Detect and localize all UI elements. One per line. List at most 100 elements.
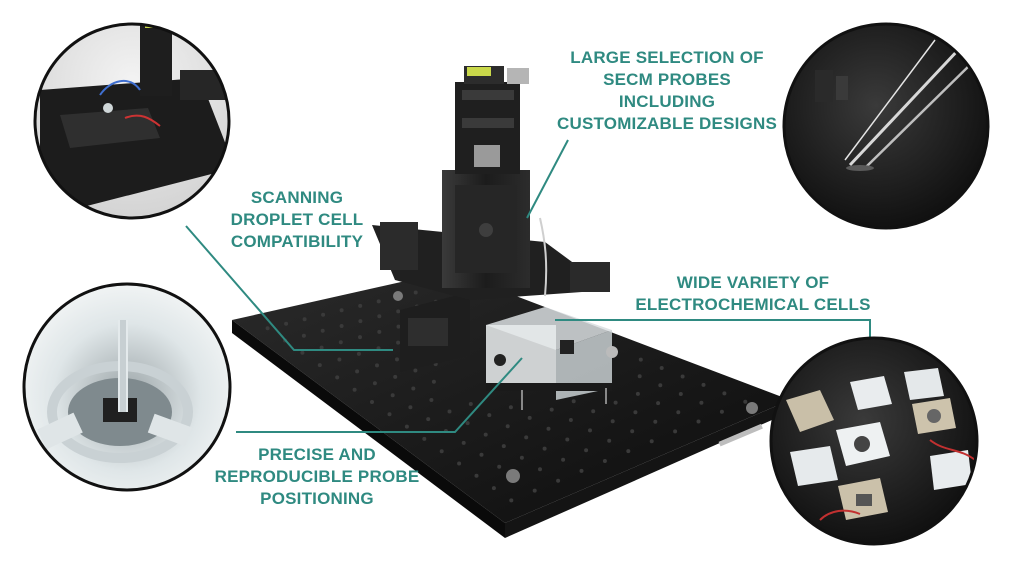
plate-hole xyxy=(465,421,470,426)
plate-hole xyxy=(719,409,724,414)
plate-hole xyxy=(301,333,306,338)
plate-hole xyxy=(375,363,379,368)
plate-hole xyxy=(527,415,532,420)
plate-hole xyxy=(355,369,360,374)
plate-hole xyxy=(461,440,466,445)
plate-hole xyxy=(579,468,584,473)
plate-hole xyxy=(284,321,289,326)
plate-hole xyxy=(638,357,643,362)
plate-hole xyxy=(447,409,452,414)
plate-hole xyxy=(300,350,305,355)
callout-droplet-line-2: DROPLET CELL xyxy=(230,210,364,229)
plate-hole xyxy=(358,319,363,324)
plate-hole xyxy=(426,417,431,422)
plate-hole xyxy=(701,382,706,387)
plate-holes xyxy=(265,286,748,503)
plate-hole xyxy=(429,398,434,402)
plate-hole xyxy=(626,449,631,454)
callout-probes-line-4: CUSTOMIZABLE DESIGNS xyxy=(557,114,777,133)
plate-hole xyxy=(457,461,462,466)
plate-hole xyxy=(376,299,381,304)
plate-hole xyxy=(699,400,704,405)
plate-hole xyxy=(338,340,343,345)
plate-hole xyxy=(408,405,413,410)
plate-hole xyxy=(524,435,529,440)
plate-hole xyxy=(396,340,401,345)
inset-secm-probes xyxy=(782,22,990,230)
plate-hole xyxy=(591,409,596,414)
plate-hole xyxy=(509,498,514,503)
callout-probes-line-2: SECM PROBES xyxy=(603,70,731,89)
plate-hole xyxy=(653,419,658,424)
plate-hole xyxy=(377,314,382,319)
callout-droplet-cell: SCANNING DROPLET CELL COMPATIBILITY xyxy=(222,187,372,253)
plate-hole xyxy=(635,391,640,396)
plate-hole xyxy=(339,308,344,313)
plate-hole xyxy=(538,467,542,472)
callout-positioning-line-2: REPRODUCIBLE PROBE xyxy=(214,467,420,486)
plate-hole xyxy=(613,400,618,405)
plate-hole xyxy=(372,381,377,386)
plate-hole xyxy=(542,446,547,451)
plate-hole xyxy=(505,424,510,429)
plate-hole xyxy=(519,455,524,460)
plate-hole xyxy=(356,351,361,356)
plate-hole xyxy=(358,335,362,340)
plate-hole xyxy=(319,345,324,350)
plate-hole xyxy=(337,357,342,362)
callout-cells-line-1: WIDE VARIETY OF xyxy=(676,273,830,292)
plate-hole xyxy=(413,368,418,373)
callout-cells-line-2: ELECTROCHEMICAL CELLS xyxy=(635,295,871,314)
plate-hole xyxy=(479,452,484,457)
plate-hole xyxy=(722,391,727,396)
plate-hole xyxy=(377,329,382,334)
plate-hole xyxy=(561,457,566,462)
plate-hole xyxy=(321,312,326,317)
callout-probe-positioning: PRECISE AND REPRODUCIBLE PROBE POSITIONI… xyxy=(212,444,422,510)
plate-hole xyxy=(549,407,554,412)
xyz-stage xyxy=(372,66,618,410)
plate-hole xyxy=(568,418,573,422)
plate-hole xyxy=(404,424,409,429)
callout-probes-line-3: INCLUDING xyxy=(618,92,716,111)
plate-hole xyxy=(474,473,479,478)
plate-hole xyxy=(678,392,683,396)
callout-droplet-line-3: COMPATIBILITY xyxy=(230,232,364,251)
callout-probes-line-1: LARGE SELECTION OF xyxy=(570,48,764,67)
inset-electrochemical-cells xyxy=(769,336,979,546)
breadboard-plate xyxy=(232,271,790,538)
plate-hole xyxy=(556,478,561,483)
callout-electrochemical-cells: WIDE VARIETY OF ELECTROCHEMICAL CELLS xyxy=(628,272,878,316)
plate-hole xyxy=(393,374,398,379)
plate-hole xyxy=(676,410,681,415)
plate-hole xyxy=(501,444,506,449)
inset-droplet-cell xyxy=(22,282,232,492)
plate-hole xyxy=(673,429,678,434)
plate-hole xyxy=(390,393,395,398)
plate-hole xyxy=(352,387,357,392)
plate-hole xyxy=(317,363,322,368)
plate-hole xyxy=(431,379,436,384)
plate-hole xyxy=(696,419,701,424)
callout-positioning-line-1: PRECISE AND xyxy=(258,445,376,464)
plate-hole xyxy=(508,405,513,410)
leader-lines xyxy=(185,139,871,433)
plate-hole xyxy=(396,309,401,314)
plate-hole xyxy=(637,374,642,379)
inset-setup-overview xyxy=(33,22,231,220)
plate-hole xyxy=(630,429,635,434)
plate-hole xyxy=(265,326,270,331)
plate-hole xyxy=(610,419,615,424)
plate-hole xyxy=(658,383,663,388)
plate-hole xyxy=(302,317,307,322)
plate-hole xyxy=(335,375,340,380)
plate-hole xyxy=(370,400,374,404)
plate-hole xyxy=(743,399,748,404)
plate-hole xyxy=(588,428,592,433)
plate-hole xyxy=(656,401,661,406)
plate-hole xyxy=(607,438,612,443)
plate-hole xyxy=(413,290,418,295)
plate-hole xyxy=(358,303,363,308)
plate-hole xyxy=(680,374,685,379)
